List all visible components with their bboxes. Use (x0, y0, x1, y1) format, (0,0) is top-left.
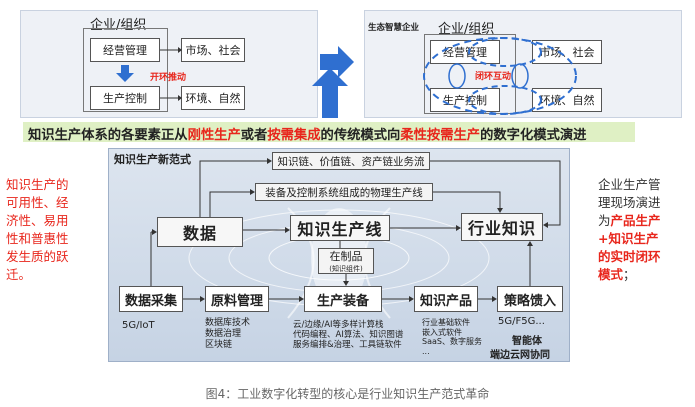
right-note-line: 企业生产管 (598, 177, 661, 192)
note-5g-f5g: 5G/F5G... (498, 316, 545, 327)
org-frame-left (83, 28, 168, 112)
physical-line-box: 装备及控制系统组成的物理生产线 (255, 183, 433, 201)
closed-loop-rings (423, 37, 577, 115)
top-left-panel (20, 10, 318, 118)
left-note: 知识生产的 可用性、经 济性、易用 性和普惠性 发生质的跃 迁。 (6, 176, 69, 284)
left-note-line: 知识生产的 (6, 177, 69, 192)
raw-mgmt-box: 原料管理 (205, 286, 269, 312)
note-raw-line: 数据库技术 (205, 318, 251, 328)
wip-label: 在制品 (329, 250, 363, 263)
mgmt-box-right: 经营管理 (430, 40, 500, 64)
note-kprod: 行业基础软件 嵌入式软件 SaaS、数字服务 ... (422, 318, 482, 356)
right-note-tail: ； (623, 267, 636, 282)
note-equip-line: 代码编程、AI算法、知识图谱 (293, 330, 404, 340)
note-equip-line: 服务编排&治理、工具链软件 (293, 340, 402, 350)
industry-knowledge-box: 行业知识 (461, 213, 543, 241)
environment-box-left: 环境、自然 (181, 86, 245, 110)
org-title-left: 企业/组织 (90, 18, 147, 33)
note-agent: 智能体 (512, 336, 542, 347)
open-loop-label: 开环推动 (150, 73, 187, 83)
right-note-hl: 模式 (598, 267, 624, 282)
headline-part-7: 的数字化模式演进 (480, 128, 587, 143)
org-title-right: 企业/组织 (438, 22, 495, 37)
left-note-line: 济性、易用 (6, 213, 69, 228)
note-raw-line: 数据治理 (205, 329, 242, 339)
prod-equip-box: 生产装备 (304, 286, 382, 312)
headline-bar (23, 122, 635, 142)
right-note-line: 理现场演进 (598, 195, 661, 210)
right-note-hl: +知识生产 (598, 231, 659, 246)
top-left-arrows (116, 47, 182, 101)
production-box-right: 生产控制 (430, 88, 500, 112)
figure-caption: 图4：工业数字化转型的核心是行业知识生产范式革命 (205, 387, 490, 401)
data-collect-box: 数据采集 (119, 286, 183, 312)
closed-loop-label: 闭环互动 (475, 72, 512, 82)
right-note-hl: 产品生产 (610, 213, 661, 228)
market-box-left: 市场、社会 (181, 38, 245, 62)
knowledge-line-box: 知识生产线 (290, 215, 390, 241)
headline-rigid: 刚性生产 (187, 128, 241, 143)
knowledge-product-box: 知识产品 (414, 286, 478, 312)
left-note-line: 迁。 (6, 267, 32, 282)
right-note: 企业生产管 理现场演进 为产品生产 +知识生产 的实时闭环 模式； (598, 176, 661, 284)
headline-flexible: 柔性按需生产 (400, 128, 481, 143)
right-note-line: 为 (598, 213, 611, 228)
headline-on-demand: 按需集成 (267, 128, 321, 143)
note-kprod-line: ... (422, 346, 430, 356)
value-chain-box: 知识链、价值链、资产链业务流 (272, 152, 430, 170)
data-box: 数据 (157, 217, 243, 247)
strategy-box: 策略馈入 (497, 286, 563, 312)
production-box-left: 生产控制 (90, 86, 160, 110)
headline-part-5: 的传统模式向 (320, 128, 401, 143)
headline-part-1: 知识生产体系的各要素正从 (28, 128, 188, 143)
left-note-line: 性和普惠性 (6, 231, 69, 246)
note-equip-line: 云/边缘/AI等多样计算栈 (293, 320, 384, 330)
wip-box: 在制品 (知识组件) (318, 248, 374, 274)
transition-arrows (312, 46, 354, 118)
note-raw: 数据库技术 数据治理 区块链 (205, 318, 250, 351)
wip-sub-label: (知识组件) (329, 265, 363, 273)
eco-label: 生态智慧企业 (368, 23, 420, 33)
note-kprod-line: 行业基础软件 (422, 318, 470, 327)
right-note-hl: 的实时闭环 (598, 249, 661, 264)
note-kprod-line: 嵌入式软件 (422, 327, 462, 337)
note-equip: 云/边缘/AI等多样计算栈 代码编程、AI算法、知识图谱 服务编排&治理、工具链… (293, 320, 403, 350)
mgmt-box-left: 经营管理 (90, 38, 160, 62)
headline-part-3: 或者 (240, 128, 268, 143)
note-kprod-line: SaaS、数字服务 (422, 337, 482, 346)
note-edge-cloud: 端边云网协同 (490, 350, 550, 361)
center-title: 知识生产新范式 (114, 153, 191, 166)
left-note-line: 可用性、经 (6, 195, 69, 210)
headline: 知识生产体系的各要素正从刚性生产或者按需集成的传统模式向柔性按需生产的数字化模式… (28, 124, 586, 143)
note-5g-iot: 5G/IoT (122, 320, 155, 331)
note-raw-line: 区块链 (205, 340, 233, 350)
left-note-line: 发生质的跃 (6, 249, 69, 264)
